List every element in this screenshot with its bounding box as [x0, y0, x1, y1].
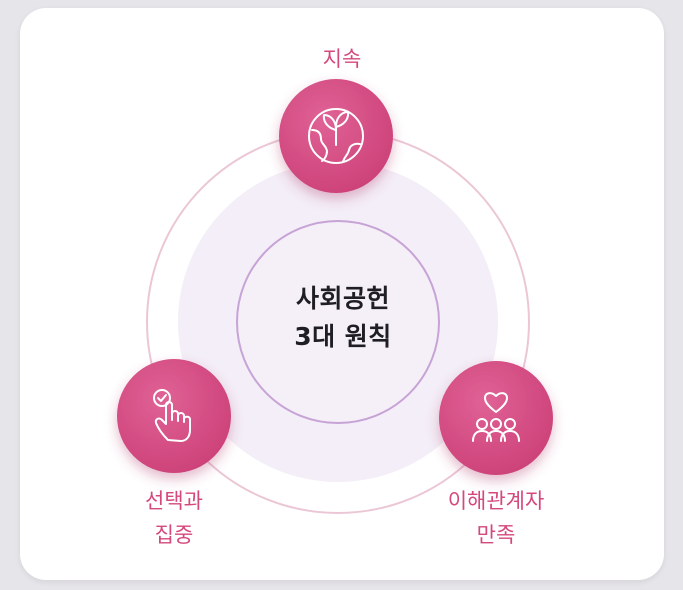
center-ring — [236, 220, 440, 424]
center-title: 사회공헌 3대 원칙 — [243, 280, 443, 356]
label-select-focus: 선택과 집중 — [124, 484, 224, 552]
label-select-focus-line1: 선택과 — [145, 489, 203, 513]
label-select-focus-line2: 집중 — [154, 523, 194, 547]
people-heart-icon — [472, 392, 520, 442]
center-title-line2: 3대 원칙 — [294, 322, 392, 351]
node-left — [117, 359, 231, 473]
label-stakeholder-line1: 이해관계자 — [447, 489, 545, 513]
label-sustain-line1: 지속 — [322, 47, 362, 71]
label-stakeholder-line2: 만족 — [476, 523, 516, 547]
globe-sprout-icon — [308, 108, 364, 164]
label-sustain: 지속 — [292, 42, 392, 76]
center-title-line1: 사회공헌 — [295, 284, 390, 313]
hand-pointer-check-icon — [153, 389, 191, 442]
node-top — [279, 79, 393, 193]
node-right — [439, 361, 553, 475]
label-stakeholder: 이해관계자 만족 — [426, 484, 566, 552]
